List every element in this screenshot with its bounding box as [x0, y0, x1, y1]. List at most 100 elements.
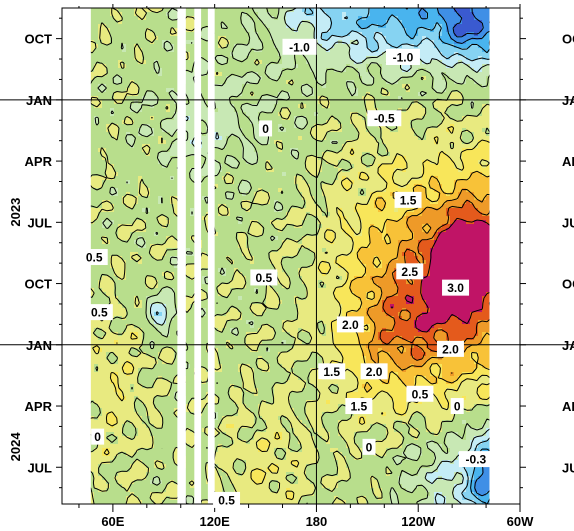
- field-cell: [102, 80, 107, 85]
- field-cell: [174, 56, 179, 61]
- field-cell: [418, 100, 423, 105]
- field-cell: [286, 76, 291, 81]
- field-cell: [94, 152, 99, 157]
- field-cell: [90, 56, 95, 61]
- field-cell: [142, 72, 147, 77]
- field-cell: [346, 140, 351, 145]
- field-cell: [442, 164, 447, 169]
- field-cell: [158, 100, 163, 105]
- field-cell: [302, 156, 307, 161]
- field-cell: [286, 144, 291, 149]
- field-cell: [414, 144, 419, 149]
- field-cell: [242, 168, 247, 173]
- field-cell: [98, 48, 103, 53]
- field-cell: [150, 112, 155, 117]
- field-cell: [330, 148, 335, 153]
- field-cell: [166, 56, 171, 61]
- field-cell: [110, 64, 115, 69]
- field-cell: [254, 96, 259, 101]
- field-cell: [354, 28, 359, 33]
- field-cell: [414, 88, 419, 93]
- field-cell: [334, 124, 339, 129]
- field-cell: [362, 64, 367, 69]
- field-cell: [474, 120, 479, 125]
- field-cell: [362, 140, 367, 145]
- field-cell: [254, 128, 259, 133]
- field-cell: [298, 136, 303, 141]
- field-cell: [226, 20, 231, 25]
- field-cell: [390, 24, 395, 29]
- field-cell: [358, 156, 363, 161]
- field-cell: [466, 108, 471, 113]
- field-cell: [298, 72, 303, 77]
- field-cell: [114, 152, 119, 157]
- field-cell: [390, 20, 395, 25]
- field-cell: [146, 100, 151, 105]
- field-cell: [398, 152, 403, 157]
- field-cell: [282, 108, 287, 113]
- field-cell: [302, 12, 307, 17]
- field-cell: [186, 112, 191, 117]
- field-cell: [346, 24, 351, 29]
- field-cell: [346, 116, 351, 121]
- field-cell: [438, 156, 443, 161]
- field-cell: [358, 132, 363, 137]
- field-cell: [438, 68, 443, 73]
- field-cell: [230, 40, 235, 45]
- field-cell: [166, 24, 171, 29]
- field-cell: [98, 104, 103, 109]
- field-cell: [386, 20, 391, 25]
- field-cell: [110, 16, 115, 21]
- field-cell: [306, 84, 311, 89]
- field-cell: [470, 128, 475, 133]
- field-cell: [98, 64, 103, 69]
- field-cell: [166, 100, 171, 105]
- field-cell: [110, 124, 115, 129]
- field-cell: [374, 92, 379, 97]
- field-cell: [462, 56, 467, 61]
- field-cell: [118, 96, 123, 101]
- field-cell: [350, 172, 355, 177]
- field-cell: [234, 140, 239, 145]
- field-cell: [262, 20, 267, 25]
- field-cell: [298, 80, 303, 85]
- field-cell: [258, 156, 263, 161]
- field-cell: [254, 116, 259, 121]
- field-cell: [450, 156, 455, 161]
- field-cell: [146, 28, 151, 33]
- field-cell: [410, 168, 415, 173]
- field-cell: [378, 128, 383, 133]
- field-cell: [422, 20, 427, 25]
- field-cell: [134, 64, 139, 69]
- field-cell: [270, 12, 275, 17]
- field-cell: [390, 76, 395, 81]
- field-cell: [394, 88, 399, 93]
- field-cell: [422, 136, 427, 141]
- field-cell: [394, 36, 399, 41]
- field-cell: [378, 92, 383, 97]
- field-cell: [330, 48, 335, 53]
- field-cell: [402, 12, 407, 17]
- field-cell: [154, 140, 159, 145]
- field-cell: [354, 12, 359, 17]
- field-cell: [354, 144, 359, 149]
- field-cell: [230, 100, 235, 105]
- field-cell: [334, 132, 339, 137]
- field-cell: [238, 108, 243, 113]
- field-cell: [90, 28, 95, 33]
- field-cell: [226, 180, 231, 185]
- field-cell: [286, 100, 291, 105]
- field-cell: [122, 108, 127, 113]
- field-cell: [254, 176, 259, 181]
- field-cell: [482, 116, 487, 121]
- field-cell: [342, 164, 347, 169]
- field-cell: [346, 84, 351, 89]
- field-cell: [326, 116, 331, 121]
- field-cell: [362, 136, 367, 141]
- field-cell: [262, 80, 267, 85]
- field-cell: [290, 56, 295, 61]
- field-cell: [270, 40, 275, 45]
- field-cell: [326, 32, 331, 37]
- field-cell: [282, 140, 287, 145]
- field-cell: [378, 96, 383, 101]
